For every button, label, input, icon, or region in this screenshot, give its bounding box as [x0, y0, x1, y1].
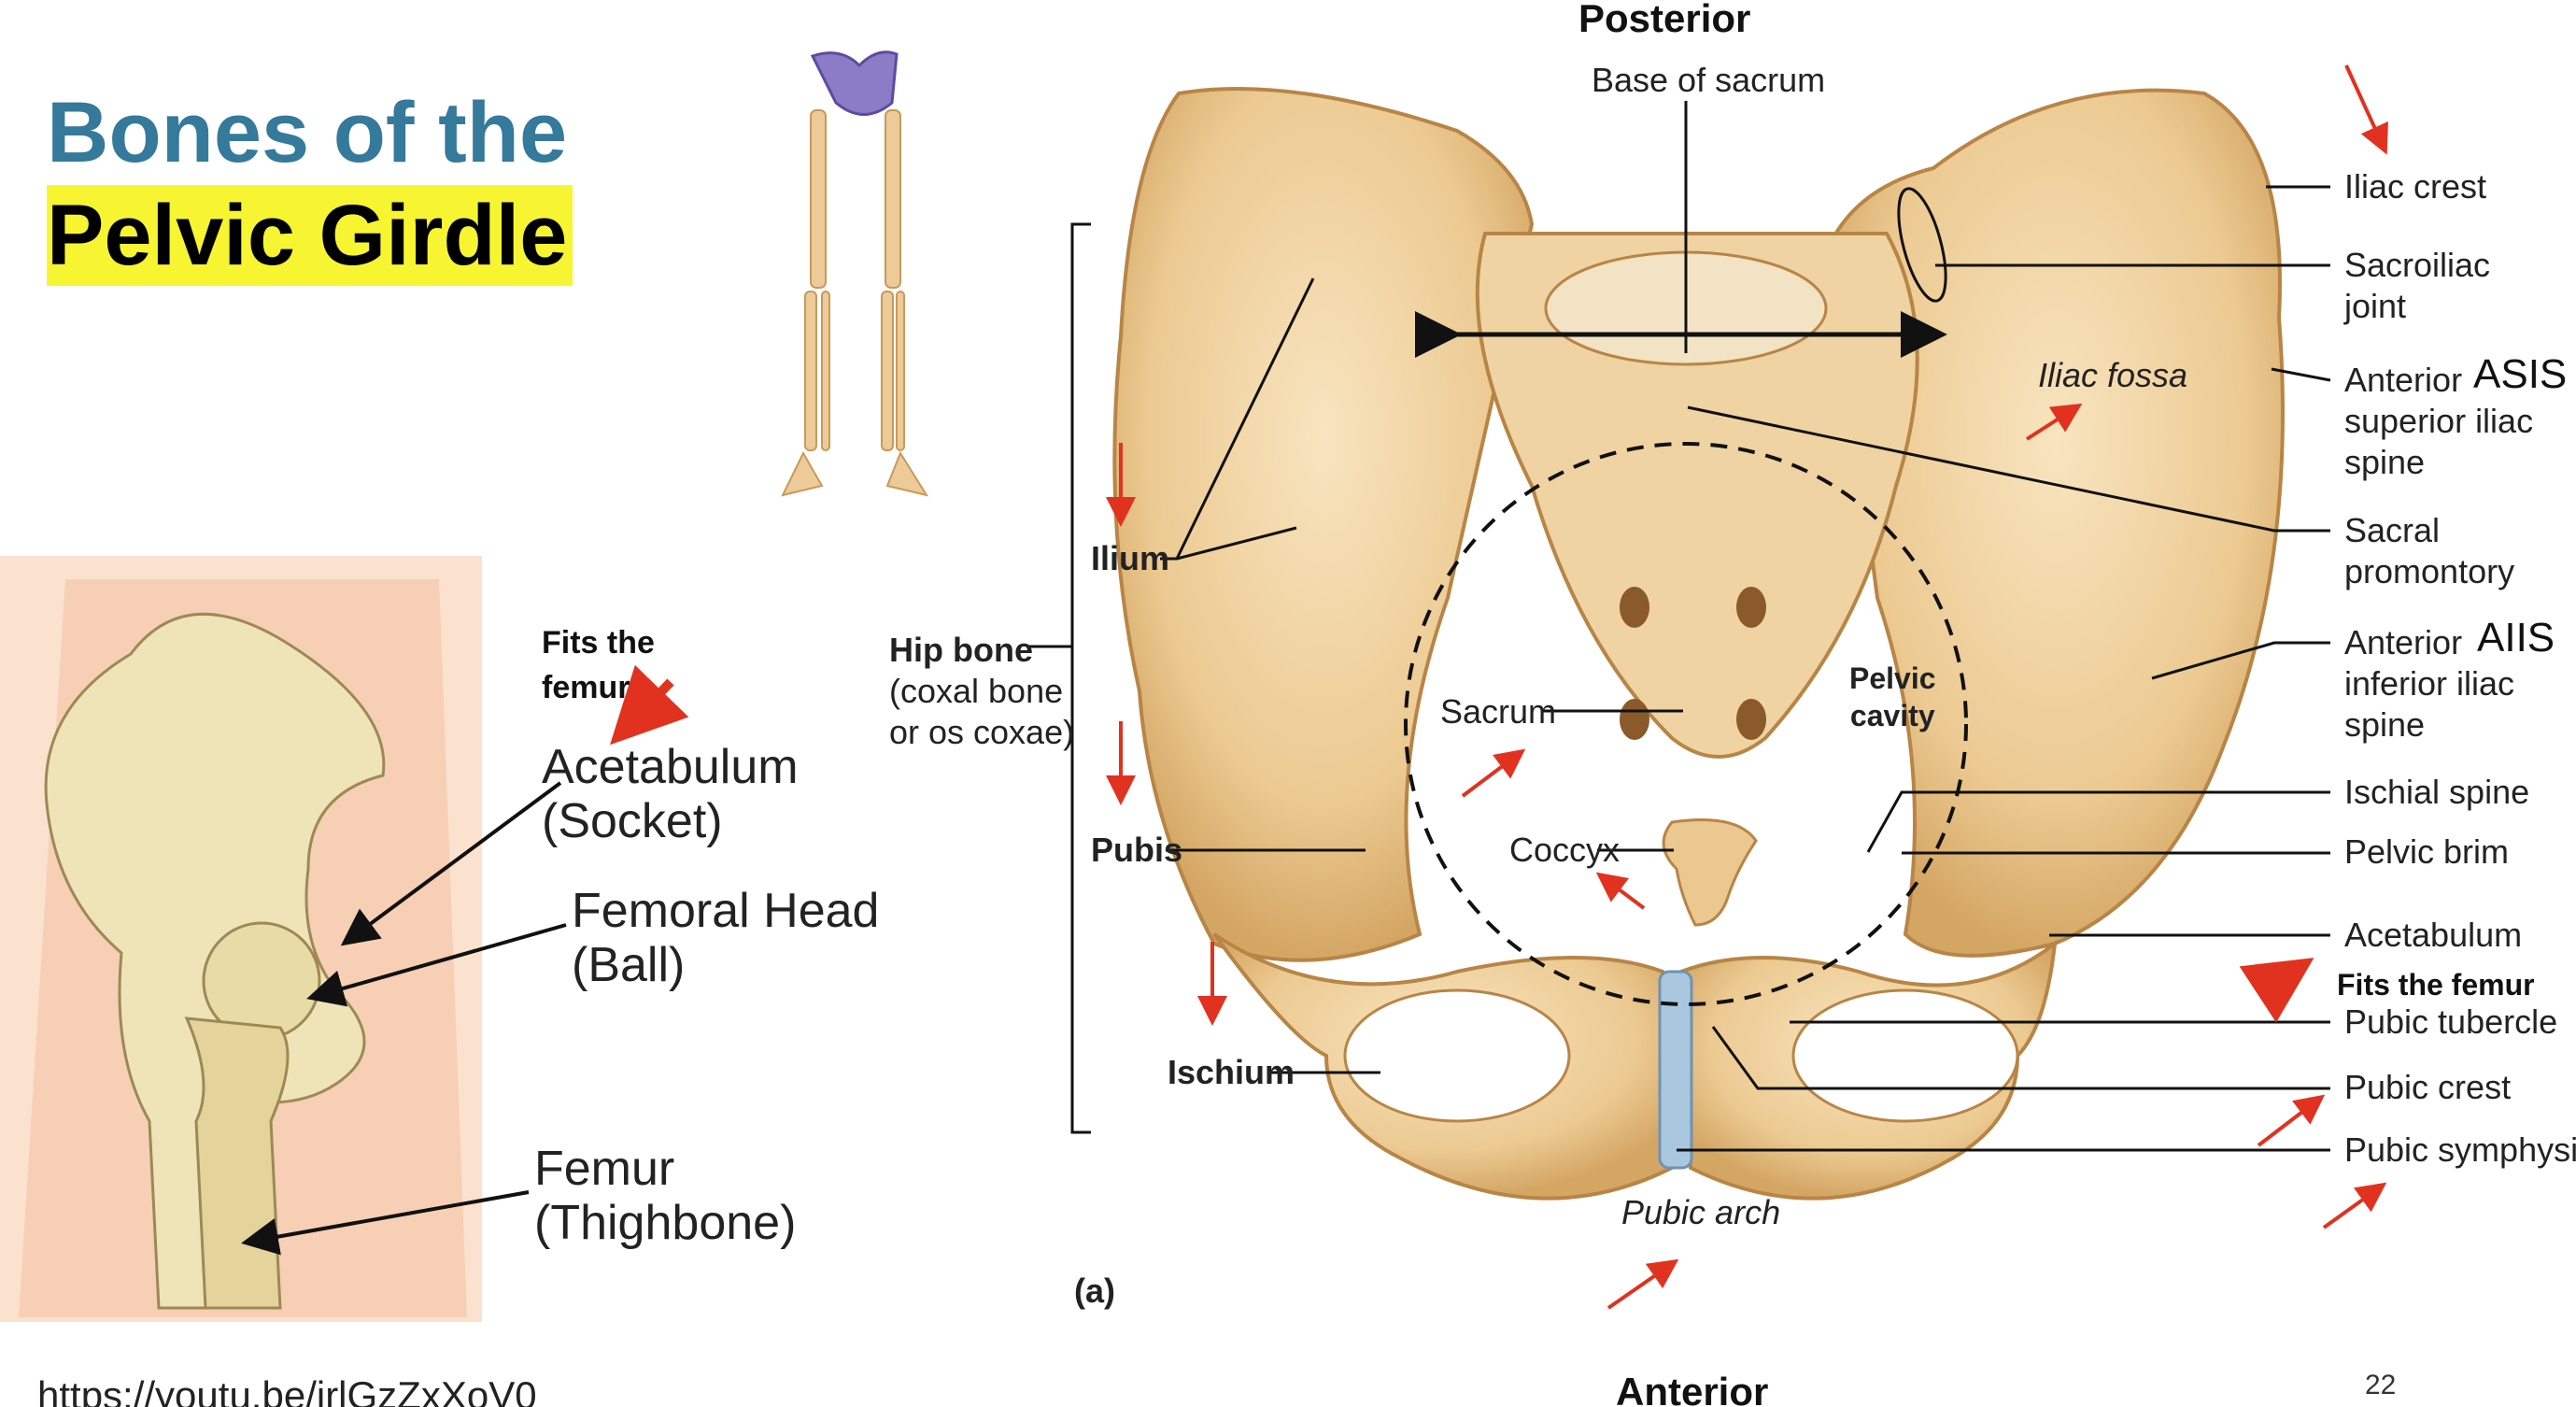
base-of-sacrum-label: Base of sacrum	[1592, 61, 1826, 99]
iliac-fossa-label: Iliac fossa	[2038, 356, 2188, 394]
slide-title-line2: Pelvic Girdle	[47, 185, 573, 286]
pubic-symphysis-label: Pubic symphysis	[2344, 1130, 2576, 1169]
fits-femur-right-note: Fits the femur	[2337, 968, 2535, 1002]
iliac-crest-label: Iliac crest	[2344, 167, 2487, 206]
femoral-head-label: Femoral Head (Ball)	[572, 884, 880, 992]
fits-femur-note: Fits the femur	[542, 625, 655, 705]
pubic-crest-label: Pubic crest	[2344, 1068, 2512, 1106]
red-annotation-arrows	[1106, 64, 2388, 1310]
hip-bone-label: Hip bone	[889, 631, 1033, 669]
pubis-label: Pubis	[1091, 831, 1183, 869]
sacrum-label: Sacrum	[1440, 692, 1557, 731]
slide-title-line1: Bones of the	[47, 85, 568, 180]
anterior-label: Anterior	[1616, 1370, 1769, 1407]
skeleton-legs-thumbnail	[781, 50, 929, 497]
coccyx-label: Coccyx	[1509, 831, 1621, 869]
acetabulum-socket-label: Acetabulum (Socket)	[542, 740, 799, 848]
acetabulum-label: Acetabulum	[2344, 916, 2523, 954]
video-link[interactable]: https://youtu.be/irlGzZxXoV0	[37, 1373, 537, 1407]
aiis-abbreviation: AIIS	[2477, 615, 2555, 661]
figure-letter: (a)	[1074, 1272, 1115, 1310]
hip-illustration	[0, 556, 482, 1322]
ischial-spine-label: Ischial spine	[2344, 773, 2530, 811]
pelvis-figure	[1112, 87, 2285, 1201]
pelvic-brim-label: Pelvic brim	[2344, 832, 2510, 871]
pubic-arch-label: Pubic arch	[1621, 1193, 1781, 1231]
page-number: 22	[2365, 1370, 2397, 1400]
pubic-tubercle-label: Pubic tubercle	[2344, 1002, 2558, 1041]
hip-bone-sub-label: (coxal bone or os coxae)	[889, 672, 1075, 751]
ilium-label: Ilium	[1091, 539, 1170, 577]
ischium-label: Ischium	[1168, 1053, 1295, 1091]
asis-label: Anterior superior iliac spine	[2344, 361, 2534, 481]
pelvic-cavity-label: Pelvic cavity	[1849, 661, 1936, 732]
sacroiliac-joint-label: Sacroiliac joint	[2344, 246, 2491, 325]
sacral-promontory-label: Sacral promontory	[2344, 511, 2515, 590]
hip-bone-bracket	[1027, 222, 1091, 1134]
aiis-label: Anterior inferior iliac spine	[2344, 623, 2515, 744]
femur-label: Femur (Thighbone)	[534, 1142, 797, 1250]
posterior-label: Posterior	[1578, 0, 1751, 40]
asis-abbreviation: ASIS	[2473, 351, 2568, 397]
